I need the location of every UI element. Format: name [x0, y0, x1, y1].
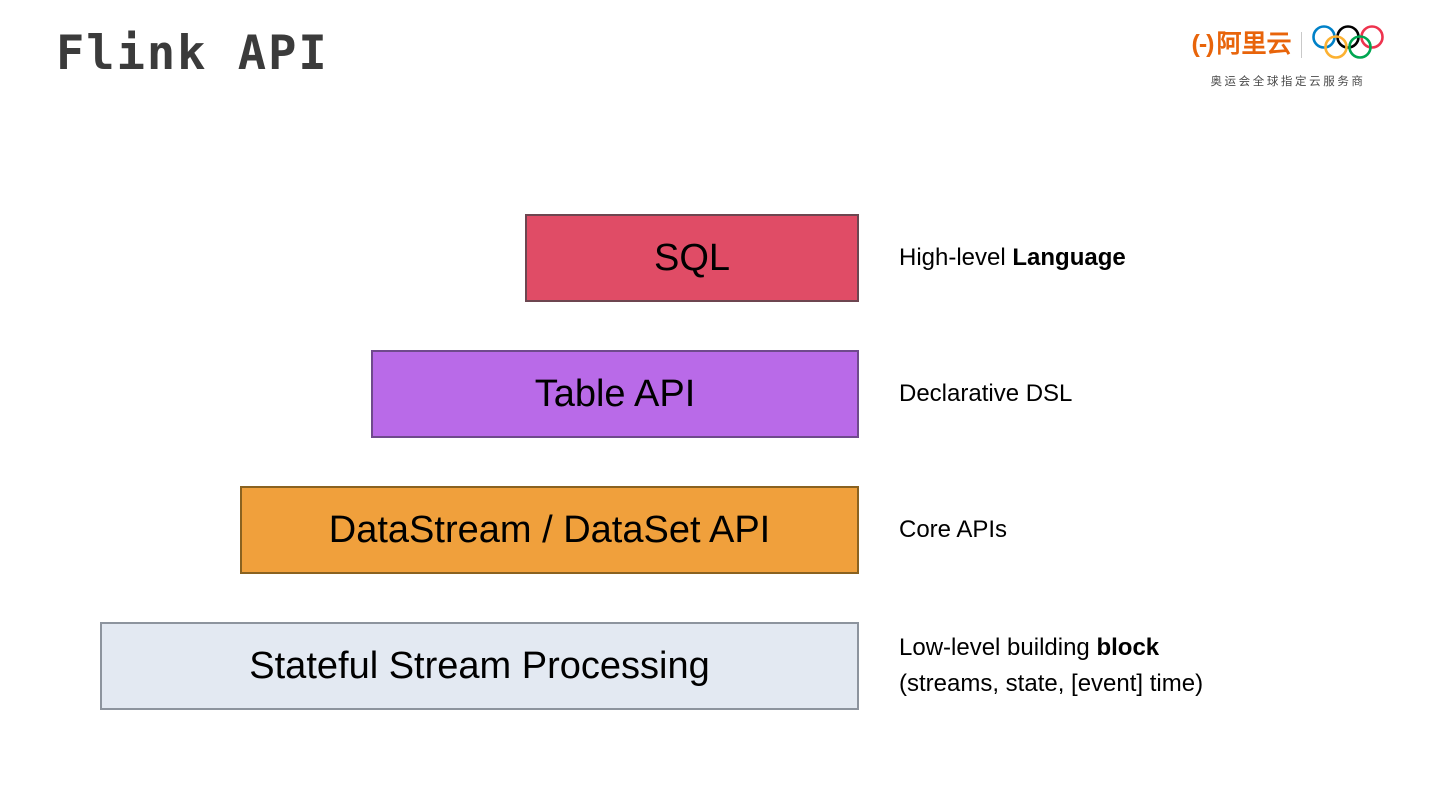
layer-box-sql[interactable]: SQL [525, 214, 859, 302]
alibaba-cloud-name: 阿里云 [1216, 30, 1292, 58]
layer-note-line-1: Low-level building block [899, 630, 1203, 666]
cloud-bracket-icon: (-) [1191, 30, 1215, 58]
layer-note-emphasis: Language [1012, 244, 1126, 271]
layer-box-datastream-dataset-api[interactable]: DataStream / DataSet API [240, 486, 859, 574]
layer-note-sql: High-level Language [899, 240, 1126, 276]
layer-note-emphasis: block [1096, 634, 1160, 661]
brand-logo-row: (-) 阿里云 [1192, 24, 1385, 65]
brand-tagline: 奥运会全球指定云服务商 [1210, 76, 1366, 88]
alibaba-cloud-logo: (-) 阿里云 [1192, 32, 1292, 57]
stack-row: SQL High-level Language [0, 214, 1440, 302]
layer-label: Table API [534, 373, 696, 415]
stack-row: DataStream / DataSet API Core APIs [0, 486, 1440, 574]
layer-label: Stateful Stream Processing [249, 645, 710, 687]
layer-box-stateful-stream-processing[interactable]: Stateful Stream Processing [100, 622, 859, 710]
layer-box-table-api[interactable]: Table API [371, 350, 859, 438]
layer-note-datastream: Core APIs [899, 512, 1007, 548]
layer-note-text: High-level [899, 244, 1013, 271]
stack-row: Table API Declarative DSL [0, 350, 1440, 438]
layer-label: SQL [653, 237, 731, 279]
layer-note-text: Low-level building [899, 634, 1097, 661]
api-layer-stack: SQL High-level Language Table API Declar… [0, 214, 1440, 710]
page-title: Flink API [56, 26, 329, 81]
brand-logo: (-) 阿里云 奥运会全球指定云服务商 [1184, 24, 1392, 89]
olympic-rings-icon [1311, 24, 1385, 65]
stack-row: Stateful Stream Processing Low-level bui… [0, 622, 1440, 710]
layer-label: DataStream / DataSet API [328, 509, 771, 551]
layer-note-text: Core APIs [899, 516, 1008, 543]
layer-note-stateful-stream: Low-level building block (streams, state… [899, 630, 1203, 702]
layer-note-line-2: (streams, state, [event] time) [899, 670, 1204, 697]
layer-note-text: Declarative DSL [899, 380, 1073, 407]
layer-note-table-api: Declarative DSL [899, 376, 1072, 412]
divider [1300, 31, 1302, 58]
